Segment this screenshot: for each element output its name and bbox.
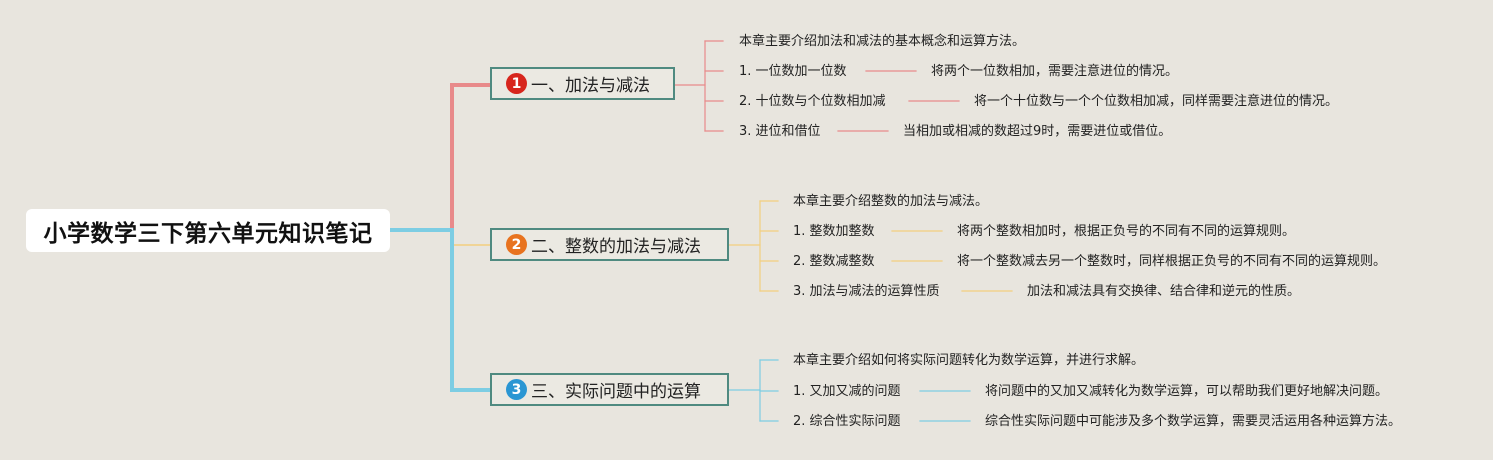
branch-1-topic-2: 2. 十位数与个位数相加减 — [739, 94, 886, 109]
branch-2-intro: 本章主要介绍整数的加法与减法。 — [793, 194, 989, 209]
root-title: 小学数学三下第六单元知识笔记 — [43, 220, 373, 247]
branch-3-intro: 本章主要介绍如何将实际问题转化为数学运算，并进行求解。 — [793, 353, 1145, 368]
branch-1-detail-3: 当相加或相减的数超过9时，需要进位或借位。 — [903, 124, 1172, 139]
branch-2-topic-1: 1. 整数加整数 — [793, 224, 875, 239]
branch-3-detail-1: 将问题中的又加又减转化为数学运算，可以帮助我们更好地解决问题。 — [985, 384, 1389, 399]
branch-1-detail-2: 将一个十位数与一个个位数相加减，同样需要注意进位的情况。 — [974, 94, 1339, 109]
branch-1-detail-1: 将两个一位数相加，需要注意进位的情况。 — [931, 64, 1179, 79]
branch-node-3[interactable]: 3 三、实际问题中的运算 — [490, 373, 729, 406]
branch-node-2[interactable]: 2 二、整数的加法与减法 — [490, 228, 729, 261]
branch-1-topic-3: 3. 进位和借位 — [739, 124, 821, 139]
number-badge-icon: 1 — [506, 73, 527, 94]
branch-2-detail-3: 加法和减法具有交换律、结合律和逆元的性质。 — [1027, 284, 1301, 299]
branch-2-topic-3: 3. 加法与减法的运算性质 — [793, 284, 940, 299]
branch-2-detail-1: 将两个整数相加时，根据正负号的不同有不同的运算规则。 — [957, 224, 1296, 239]
number-badge-icon: 2 — [506, 234, 527, 255]
branch-2-topic-2: 2. 整数减整数 — [793, 254, 875, 269]
branch-label: 二、整数的加法与减法 — [531, 237, 701, 257]
branch-2-detail-2: 将一个整数减去另一个整数时，同样根据正负号的不同有不同的运算规则。 — [957, 254, 1387, 269]
branch-1-intro: 本章主要介绍加法和减法的基本概念和运算方法。 — [739, 34, 1026, 49]
branch-3-topic-1: 1. 又加又减的问题 — [793, 384, 901, 399]
branch-node-1[interactable]: 1 一、加法与减法 — [490, 67, 675, 100]
number-badge-icon: 3 — [506, 379, 527, 400]
branch-1-topic-1: 1. 一位数加一位数 — [739, 64, 847, 79]
root-node[interactable]: 小学数学三下第六单元知识笔记 — [26, 209, 390, 252]
branch-3-detail-2: 综合性实际问题中可能涉及多个数学运算，需要灵活运用各种运算方法。 — [985, 414, 1402, 429]
branch-label: 三、实际问题中的运算 — [531, 382, 701, 402]
branch-label: 一、加法与减法 — [531, 76, 650, 96]
branch-3-topic-2: 2. 综合性实际问题 — [793, 414, 901, 429]
